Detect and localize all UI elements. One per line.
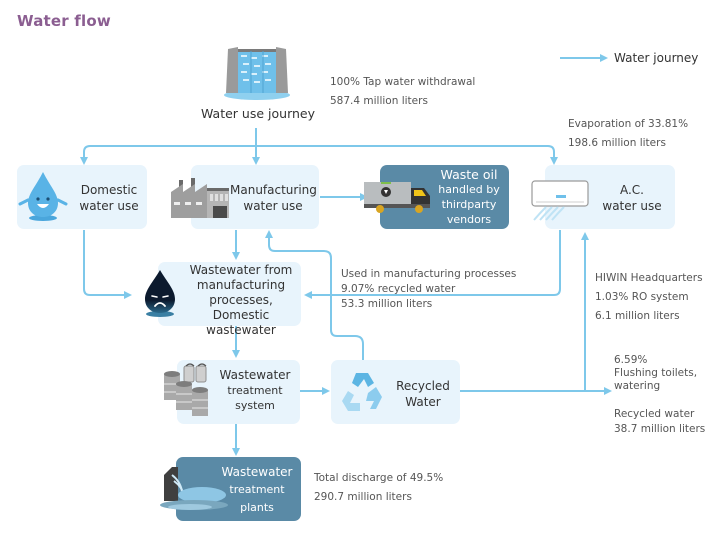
node-recycled-water [331, 360, 460, 424]
connector-recycled-manufacturing [265, 230, 364, 360]
node-waste-oil-label: Waste oil handled by thirdparty vendors [438, 167, 500, 226]
node-manufacturing-label: Manufacturing water use [230, 183, 317, 213]
node-treatment-plants-label: Wastewater treatment plants [221, 465, 293, 514]
truck-icon [364, 180, 430, 214]
source-label: Water use journey [201, 106, 315, 121]
node-treatment-system-label: Wastewater treatment system [219, 368, 291, 412]
connector-domestic-wastewater [83, 230, 132, 299]
water-drop-happy-icon [18, 170, 68, 222]
evaporation-note-line1: Evaporation of 33.81% [568, 118, 689, 130]
source-note-line2: 587.4 million liters [330, 95, 428, 107]
evaporation-note: Evaporation of 33.81% 198.6 million lite… [568, 115, 688, 153]
connector-distribution [83, 145, 555, 163]
recycle-icon [338, 367, 388, 417]
dam-icon [222, 43, 292, 101]
recycled-water-note: Recycled water 38.7 million liters [614, 408, 706, 435]
source-note-line1: 100% Tap water withdrawal [330, 76, 476, 88]
air-conditioner-icon [530, 180, 590, 222]
node-domestic-label: Domestic water use [79, 183, 139, 213]
node-wastewater [158, 262, 301, 326]
manufacturing-recycled-note: Used in manufacturing processes 9.07% re… [341, 268, 517, 310]
node-recycled-water-label: Recycled Water [396, 379, 450, 409]
water-drop-sad-icon [137, 268, 183, 318]
source-note: 100% Tap water withdrawal 587.4 million … [330, 73, 475, 111]
tanks-icon [162, 362, 214, 418]
node-wastewater-label: Wastewater from manufacturing processes,… [189, 263, 293, 337]
flushing-note: 6.59% Flushing toilets, watering [614, 354, 698, 392]
discharge-icon [158, 465, 228, 513]
legend-label: Water journey [614, 51, 699, 65]
discharge-note: Total discharge of 49.5% 290.7 million l… [314, 472, 444, 503]
evaporation-note-line2: 198.6 million liters [568, 137, 666, 149]
page-title: Water flow [17, 12, 111, 30]
connector-ac-wastewater [304, 230, 561, 299]
factory-icon [171, 178, 229, 218]
node-ac-label: A.C. water use [602, 183, 662, 213]
ro-system-note: HIWIN Headquarters 1.03% RO system 6.1 m… [595, 272, 703, 322]
